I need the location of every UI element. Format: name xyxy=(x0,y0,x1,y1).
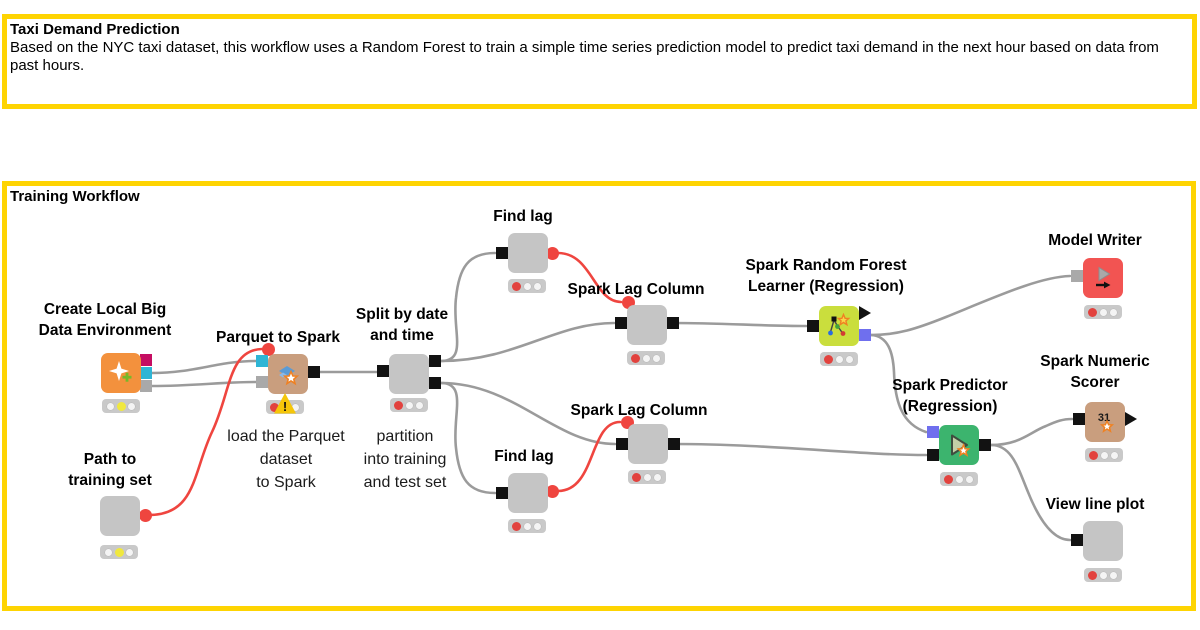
output-port-bottom[interactable] xyxy=(429,377,441,389)
node-body[interactable] xyxy=(819,306,859,346)
status-traffic-light xyxy=(508,519,546,533)
status-traffic-light xyxy=(100,545,138,559)
wire-predictor-to-lineplot[interactable] xyxy=(989,443,1072,542)
input-port[interactable] xyxy=(615,317,627,329)
flow-variable-input-port[interactable] xyxy=(262,343,275,356)
node-body[interactable] xyxy=(939,425,979,465)
input-port[interactable] xyxy=(496,247,508,259)
input-port-model[interactable] xyxy=(1071,270,1083,282)
flow-variable-output-port[interactable] xyxy=(546,485,559,498)
status-traffic-light xyxy=(940,472,978,486)
annotation-box-training-workflow[interactable]: Training Workflow xyxy=(2,181,1196,611)
status-traffic-light xyxy=(627,351,665,365)
output-port-top[interactable] xyxy=(429,355,441,367)
wire-predictor-to-scorer[interactable] xyxy=(989,417,1074,447)
node-label: Parquet to Spark xyxy=(215,329,341,346)
output-port[interactable] xyxy=(667,317,679,329)
output-port-flow[interactable] xyxy=(1125,412,1137,426)
wire-path-to-parquet-flowvar[interactable] xyxy=(147,347,264,517)
node-label: Find lag xyxy=(493,208,553,225)
node-label: Path to training set xyxy=(68,451,152,489)
wire-split-to-findlag-bottom[interactable] xyxy=(439,381,497,495)
node-body[interactable] xyxy=(508,473,548,513)
annotation-title: Training Workflow xyxy=(10,188,140,205)
node-label: Create Local Big Data Environment xyxy=(38,301,172,339)
svg-text:!: ! xyxy=(283,399,287,414)
wire-sparklag-bottom-to-predictor[interactable] xyxy=(672,442,928,457)
node-label: Spark Lag Column xyxy=(570,402,708,419)
node-label: Find lag xyxy=(494,448,554,465)
comment-partition[interactable]: partition into training and test set xyxy=(363,428,447,491)
output-port-database[interactable] xyxy=(140,354,152,366)
status-traffic-light xyxy=(820,352,858,366)
wire-create-bde-to-parquet-cyan[interactable] xyxy=(150,359,258,375)
comment-load-parquet[interactable]: load the Parquet dataset to Spark xyxy=(227,428,345,491)
node-label: Split by date and time xyxy=(355,306,449,344)
annotation-box-description[interactable]: Taxi Demand Prediction Based on the NYC … xyxy=(2,14,1197,109)
annotation-body: Based on the NYC taxi dataset, this work… xyxy=(10,39,1159,74)
model-writer-icon xyxy=(1096,266,1111,289)
output-port-spark-context[interactable] xyxy=(140,380,152,392)
output-port-model[interactable] xyxy=(859,329,871,341)
input-port[interactable] xyxy=(1073,413,1085,425)
wire-findlag-top-to-sparklag-top-flowvar[interactable] xyxy=(556,251,623,304)
status-traffic-light xyxy=(508,279,546,293)
input-port-model[interactable] xyxy=(927,426,939,438)
node-body[interactable] xyxy=(100,496,140,536)
node-body[interactable] xyxy=(268,354,308,394)
wire-findlag-bottom-to-sparklag-bottom-flowvar[interactable] xyxy=(556,420,622,493)
annotation-title: Taxi Demand Prediction xyxy=(10,21,180,38)
node-label: Model Writer xyxy=(1048,232,1142,249)
input-port[interactable] xyxy=(807,320,819,332)
status-traffic-light xyxy=(390,398,428,412)
input-port[interactable] xyxy=(1071,534,1083,546)
input-port-data[interactable] xyxy=(927,449,939,461)
node-body[interactable] xyxy=(1083,258,1123,298)
output-port[interactable] xyxy=(668,438,680,450)
input-port-spark-context[interactable] xyxy=(256,376,268,388)
output-port-data[interactable] xyxy=(308,366,320,378)
input-port[interactable] xyxy=(496,487,508,499)
node-body[interactable] xyxy=(101,353,141,393)
wire-split-to-findlag-top[interactable] xyxy=(439,251,497,363)
node-body[interactable] xyxy=(508,233,548,273)
wire-learner-to-modelwriter[interactable] xyxy=(869,274,1072,337)
input-port[interactable] xyxy=(377,365,389,377)
node-label: Spark Random Forest Learner (Regression) xyxy=(745,257,907,295)
node-body[interactable] xyxy=(628,424,668,464)
node-label: Spark Predictor (Regression) xyxy=(892,377,1008,415)
status-traffic-light xyxy=(1084,568,1122,582)
flow-variable-output-port[interactable] xyxy=(546,247,559,260)
node-label: Spark Lag Column xyxy=(567,281,705,298)
input-port-filesystem[interactable] xyxy=(256,355,268,367)
node-label: Spark Numeric Scorer xyxy=(1040,353,1150,391)
wire-sparklag-top-to-learner[interactable] xyxy=(671,321,808,328)
node-body[interactable] xyxy=(389,354,429,394)
wire-split-to-sparklag-bottom[interactable] xyxy=(439,381,617,446)
output-port[interactable] xyxy=(979,439,991,451)
node-body[interactable] xyxy=(1083,521,1123,561)
node-label: View line plot xyxy=(1045,496,1145,513)
parquet-layers-icon xyxy=(279,366,300,386)
random-forest-tree-icon xyxy=(828,313,851,336)
wire-split-to-sparklag-top[interactable] xyxy=(439,321,616,363)
output-port-flow[interactable] xyxy=(859,306,871,320)
status-traffic-light xyxy=(1085,448,1123,462)
status-traffic-light xyxy=(102,399,140,413)
sparkle-plus-icon xyxy=(109,361,132,382)
node-body[interactable] xyxy=(627,305,667,345)
wire-create-bde-to-parquet-gray[interactable] xyxy=(150,380,258,388)
input-port[interactable] xyxy=(616,438,628,450)
node-body[interactable]: 31 xyxy=(1085,402,1125,442)
status-traffic-light xyxy=(1084,305,1122,319)
predictor-icon xyxy=(951,434,971,457)
status-traffic-light xyxy=(628,470,666,484)
output-port-filesystem[interactable] xyxy=(140,367,152,379)
flow-variable-output-port[interactable] xyxy=(139,509,152,522)
warning-triangle-icon: ! xyxy=(274,393,296,414)
wire-learner-to-predictor[interactable] xyxy=(869,333,928,434)
numeric-scorer-icon: 31 xyxy=(1098,412,1115,433)
